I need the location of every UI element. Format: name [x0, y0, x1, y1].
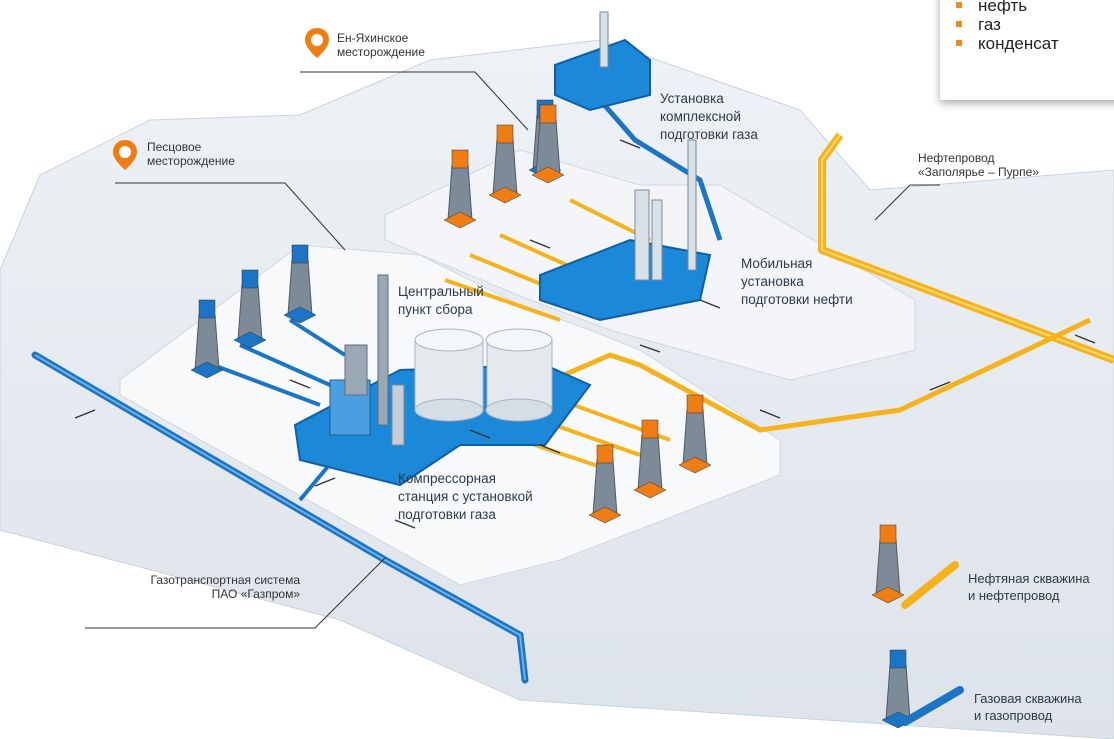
mobile-oil-unit [539, 139, 712, 322]
ukpg-unit [554, 11, 651, 112]
oil-well-icon [678, 394, 712, 474]
oil-well-icon [588, 444, 622, 524]
oil-well-icon [443, 149, 477, 229]
oil-well-icon [871, 524, 905, 604]
gas-well-icon [283, 244, 317, 324]
storage-tank-1 [414, 328, 484, 422]
legend-gas-graphic [901, 686, 964, 726]
resource-box: нефть газ конденсат [940, 0, 1114, 100]
storage-tank-2 [485, 328, 553, 422]
gas-well-icon [233, 269, 267, 349]
location-pin-icon [113, 140, 137, 170]
resource-condensate: конденсат [956, 34, 1059, 53]
resource-oil: нефть [956, 0, 1059, 15]
legend-oil-graphic [901, 561, 959, 609]
resource-gas: газ [956, 15, 1059, 34]
gas-well-icon [190, 299, 224, 379]
compressor-unit [329, 274, 405, 446]
label-oil-pipeline: Нефтепровод«Заполярье – Пурпе» [918, 151, 1039, 179]
oil-well-icon [531, 104, 565, 184]
oil-well-icon [488, 124, 522, 204]
location-pin-icon [305, 28, 329, 58]
oil-well-icon [633, 419, 667, 499]
